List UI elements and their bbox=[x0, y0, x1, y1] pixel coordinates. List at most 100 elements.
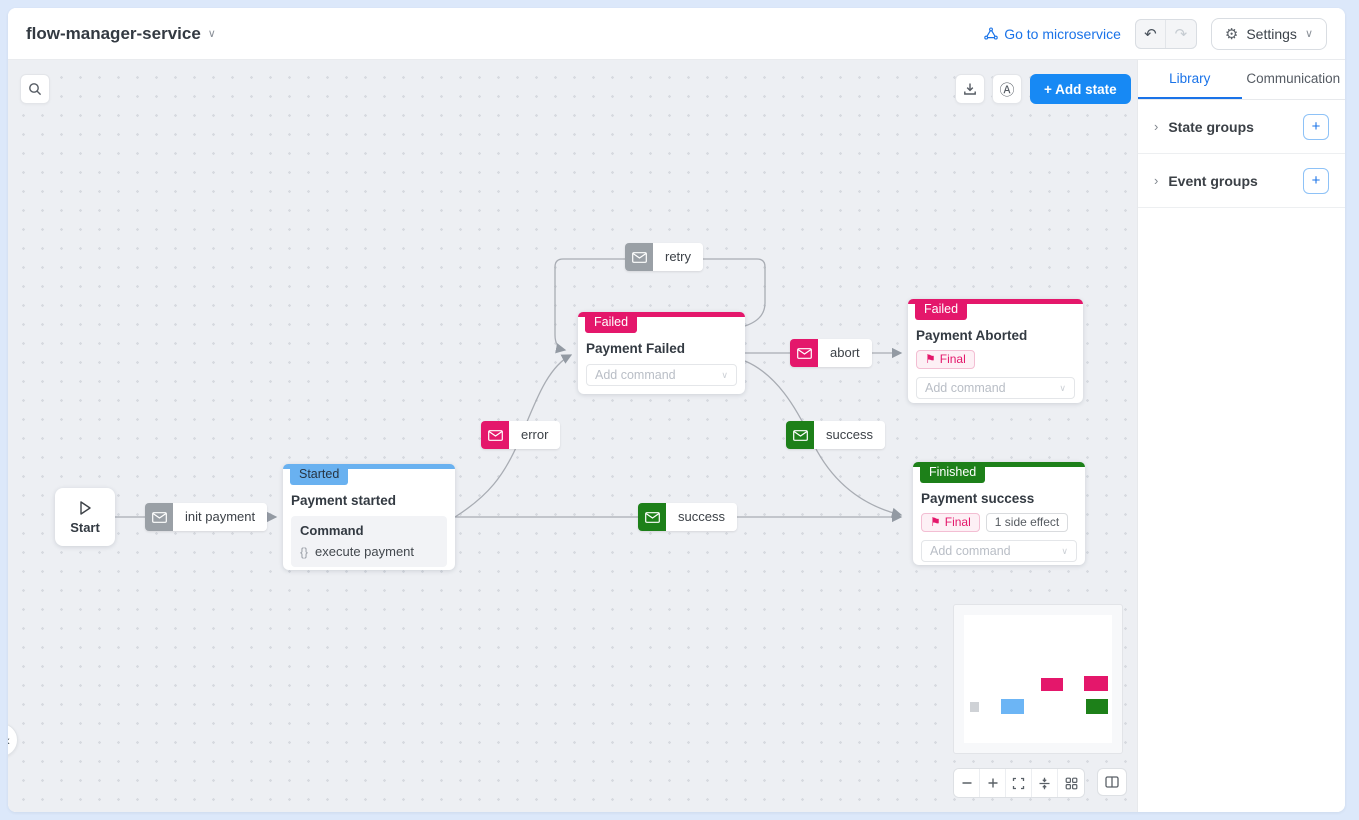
zoom-out-button[interactable] bbox=[954, 769, 980, 797]
state-node-payment-started[interactable]: Started Payment started Command {} execu… bbox=[283, 464, 455, 570]
panel-icon bbox=[1105, 776, 1119, 788]
add-event-group-button[interactable]: + bbox=[1303, 167, 1329, 194]
redo-button[interactable]: ↷ bbox=[1174, 25, 1188, 43]
event-label: success bbox=[666, 503, 737, 531]
event-chip-success-bottom[interactable]: success bbox=[638, 503, 737, 531]
envelope-icon bbox=[786, 421, 814, 449]
start-node[interactable]: Start bbox=[55, 488, 115, 546]
envelope-icon bbox=[145, 503, 173, 531]
flag-icon: ⚑ bbox=[925, 352, 936, 366]
event-label: init payment bbox=[173, 503, 268, 531]
state-node-payment-aborted[interactable]: Failed Payment Aborted ⚑Final Add comman… bbox=[908, 299, 1083, 403]
state-badge: Failed bbox=[915, 299, 968, 320]
minimap-node-failed bbox=[1041, 678, 1063, 691]
grid-icon bbox=[1065, 777, 1077, 789]
command-header: Command bbox=[300, 523, 364, 538]
auto-layout-button[interactable]: Ⓐ bbox=[992, 74, 1022, 104]
envelope-icon bbox=[638, 503, 666, 531]
page-title: flow-manager-service bbox=[26, 23, 201, 43]
plus-icon bbox=[988, 778, 997, 788]
microservice-graph-icon bbox=[984, 27, 998, 40]
event-chip-abort[interactable]: abort bbox=[790, 339, 872, 367]
state-title: Payment started bbox=[291, 493, 397, 508]
chevron-left-icon: ‹ bbox=[8, 732, 10, 748]
event-chip-error[interactable]: error bbox=[481, 421, 561, 449]
chevron-right-icon: › bbox=[1154, 119, 1159, 134]
state-badge: Failed bbox=[585, 312, 638, 333]
search-icon bbox=[29, 83, 42, 96]
minimap-node-success bbox=[1086, 699, 1108, 714]
minimap-node-start bbox=[970, 702, 979, 712]
state-title: Payment Failed bbox=[586, 341, 686, 356]
sidebar-tabs: Library Communication bbox=[1138, 60, 1345, 100]
state-badge: Finished bbox=[920, 462, 986, 483]
canvas-toolbar bbox=[953, 768, 1085, 798]
circled-a-icon: Ⓐ bbox=[999, 81, 1015, 99]
download-icon bbox=[964, 83, 976, 95]
state-title: Payment Aborted bbox=[916, 328, 1028, 343]
align-center-icon bbox=[1039, 777, 1050, 789]
flow-canvas[interactable]: Ⓐ + Add state Start Started Payment star… bbox=[8, 60, 1137, 812]
state-node-payment-success[interactable]: Finished Payment success ⚑Final 1 side e… bbox=[913, 462, 1085, 565]
event-chip-retry[interactable]: retry bbox=[625, 243, 703, 271]
tab-library[interactable]: Library bbox=[1138, 60, 1242, 99]
state-badge: Started bbox=[290, 464, 349, 485]
fit-view-button[interactable] bbox=[1006, 769, 1032, 797]
center-vertical-button[interactable] bbox=[1032, 769, 1058, 797]
right-sidebar: Library Communication › State groups + ›… bbox=[1137, 60, 1345, 812]
minimap[interactable] bbox=[953, 604, 1123, 754]
side-effect-tag: 1 side effect bbox=[985, 513, 1069, 532]
minus-icon bbox=[962, 782, 971, 784]
final-tag: ⚑Final bbox=[916, 350, 975, 369]
envelope-icon bbox=[481, 421, 509, 449]
play-icon bbox=[80, 501, 91, 515]
gear-icon: ⚙ bbox=[1224, 25, 1239, 43]
zoom-in-button[interactable] bbox=[980, 769, 1006, 797]
grid-layout-button[interactable] bbox=[1058, 769, 1084, 797]
undo-redo-group: ↶ ↷ bbox=[1134, 18, 1197, 49]
header: flow-manager-service ∨ Go to microservic… bbox=[8, 8, 1345, 60]
toggle-sidebar-button[interactable] bbox=[1097, 768, 1127, 796]
chevron-down-icon: ∨ bbox=[721, 369, 728, 380]
command-item[interactable]: {} execute payment bbox=[300, 544, 438, 559]
start-node-label: Start bbox=[70, 520, 100, 535]
chevron-down-icon: ∨ bbox=[1304, 28, 1313, 40]
add-command-placeholder: Add command bbox=[925, 381, 1006, 395]
go-to-microservice-label: Go to microservice bbox=[1004, 25, 1121, 42]
add-state-button[interactable]: + Add state bbox=[1030, 74, 1131, 104]
export-button[interactable] bbox=[955, 74, 985, 104]
envelope-icon bbox=[625, 243, 653, 271]
add-command-select[interactable]: Add command ∨ bbox=[921, 540, 1077, 562]
sidebar-section-state-groups[interactable]: › State groups + bbox=[1138, 100, 1345, 154]
chevron-down-icon: ∨ bbox=[207, 28, 216, 40]
event-label: abort bbox=[818, 339, 872, 367]
event-chip-success-top[interactable]: success bbox=[786, 421, 885, 449]
app-window: flow-manager-service ∨ Go to microservic… bbox=[8, 8, 1345, 812]
collapse-panel-handle[interactable]: ‹ bbox=[8, 723, 18, 757]
section-label: State groups bbox=[1168, 118, 1254, 135]
minimap-node-aborted bbox=[1084, 676, 1108, 691]
add-command-select[interactable]: Add command ∨ bbox=[916, 377, 1075, 399]
add-command-select[interactable]: Add command ∨ bbox=[586, 364, 737, 386]
sidebar-section-event-groups[interactable]: › Event groups + bbox=[1138, 154, 1345, 208]
minimap-viewport bbox=[964, 615, 1112, 743]
chevron-down-icon: ∨ bbox=[1059, 382, 1066, 393]
chevron-right-icon: › bbox=[1154, 173, 1159, 188]
braces-icon: {} bbox=[300, 544, 309, 559]
search-button[interactable] bbox=[20, 74, 50, 104]
service-title-dropdown[interactable]: flow-manager-service ∨ bbox=[26, 24, 216, 44]
add-command-placeholder: Add command bbox=[595, 368, 676, 382]
go-to-microservice-link[interactable]: Go to microservice bbox=[984, 26, 1121, 42]
tab-communication[interactable]: Communication bbox=[1246, 71, 1341, 86]
fit-view-icon bbox=[1012, 777, 1025, 789]
state-node-payment-failed[interactable]: Failed Payment Failed Add command ∨ bbox=[578, 312, 745, 394]
command-panel[interactable]: Command {} execute payment bbox=[291, 516, 447, 567]
minimap-node-started bbox=[1001, 699, 1024, 714]
event-label: error bbox=[509, 421, 561, 449]
final-tag: ⚑Final bbox=[921, 513, 980, 532]
undo-button[interactable]: ↶ bbox=[1136, 19, 1166, 48]
section-label: Event groups bbox=[1168, 172, 1258, 189]
settings-button[interactable]: ⚙ Settings ∨ bbox=[1210, 17, 1327, 50]
event-chip-init-payment[interactable]: init payment bbox=[145, 503, 268, 531]
add-state-group-button[interactable]: + bbox=[1303, 113, 1329, 140]
